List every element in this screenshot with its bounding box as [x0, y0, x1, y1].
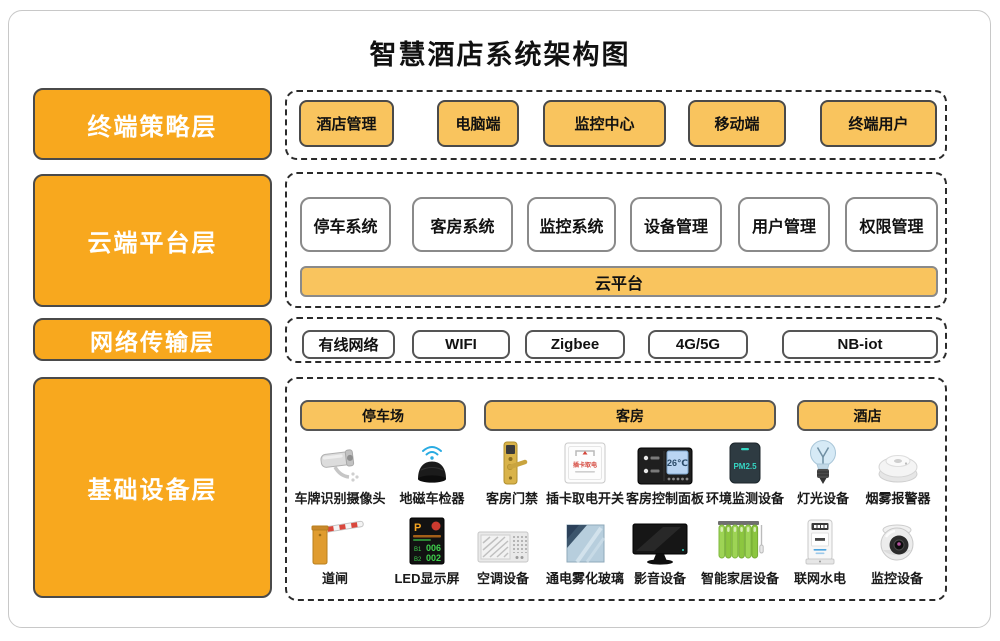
node-mobile-client: 移动端 [688, 100, 786, 147]
node-user-management: 用户管理 [738, 197, 830, 252]
layer-base-devices: 基础设备层 [33, 377, 272, 598]
led-display-icon: P B1 006 B2 002 [381, 510, 473, 566]
device-label: 影音设备 [633, 571, 686, 586]
svg-text:B2: B2 [414, 557, 422, 563]
device-utility-meter: 联网水电 [774, 510, 866, 587]
device-smart-home: 智能家居设备 [694, 510, 786, 587]
zone-parking-lot: 停车场 [300, 400, 466, 431]
node-room-system: 客房系统 [412, 197, 513, 252]
device-fog-glass: 通电雾化玻璃 [539, 510, 631, 587]
svg-text:B1: B1 [414, 547, 422, 553]
layer-terminal-strategy: 终端策略层 [33, 88, 272, 160]
air-conditioner-icon [457, 510, 549, 566]
smoke-alarm-icon [852, 438, 944, 486]
device-air-conditioner: 空调设备 [457, 510, 549, 587]
light-bulb-icon [777, 438, 869, 486]
utility-meter-icon [774, 510, 866, 566]
device-label: 环境监测设备 [705, 491, 784, 506]
device-surveillance-camera: 监控设备 [851, 510, 943, 587]
door-lock-icon [466, 438, 558, 486]
bullet-camera-icon [294, 438, 386, 486]
device-light: 灯光设备 [777, 438, 869, 507]
node-4g5g: 4G/5G [648, 330, 748, 359]
device-label: 车牌识别摄像头 [294, 491, 386, 506]
device-door-lock: 客房门禁 [466, 438, 558, 507]
pm25-monitor-icon: PM2.5 [699, 438, 791, 486]
network-group-box [285, 317, 947, 363]
smart-blinds-icon [694, 510, 786, 566]
device-led-display: P B1 006 B2 002 LED显示屏 [381, 510, 473, 587]
layer-network-transport: 网络传输层 [33, 318, 272, 361]
terminal-group-box [285, 90, 947, 160]
node-hotel-management: 酒店管理 [299, 100, 394, 147]
node-permission-management: 权限管理 [845, 197, 938, 252]
device-room-control-panel: 26℃ 客房控制面板 [619, 438, 711, 507]
device-label: 烟雾报警器 [865, 491, 931, 506]
svg-text:PM2.5: PM2.5 [733, 462, 757, 471]
room-control-panel-icon: 26℃ [619, 438, 711, 486]
device-label: 空调设备 [476, 571, 529, 586]
svg-text:26℃: 26℃ [667, 458, 688, 468]
dome-camera-icon [851, 510, 943, 566]
node-parking-system: 停车系统 [300, 197, 391, 252]
device-label: 通电雾化玻璃 [545, 571, 624, 586]
device-label: 灯光设备 [796, 491, 849, 506]
device-label: 道闸 [321, 571, 348, 586]
outer-frame [8, 10, 991, 628]
node-end-user: 终端用户 [820, 100, 937, 147]
device-av-equipment: 影音设备 [614, 510, 706, 587]
svg-text:P: P [414, 522, 421, 534]
device-label: 智能家居设备 [700, 571, 779, 586]
device-geomagnetic-detector: 地磁车检器 [386, 438, 478, 507]
node-device-management: 设备管理 [630, 197, 722, 252]
geomagnetic-detector-icon [386, 438, 478, 486]
node-pc-client: 电脑端 [437, 100, 519, 147]
zone-guest-room: 客房 [484, 400, 776, 431]
node-monitor-center: 监控中心 [543, 100, 666, 147]
device-card-power-switch: 插卡取电 插卡取电开关 [539, 438, 631, 507]
device-barrier-gate: 道闸 [289, 510, 381, 587]
page-title: 智慧酒店系统架构图 [369, 40, 631, 70]
device-label: 客房控制面板 [625, 491, 704, 506]
tv-icon [614, 510, 706, 566]
layer-cloud-platform: 云端平台层 [33, 174, 272, 307]
node-wired-network: 有线网络 [302, 330, 395, 359]
svg-text:006: 006 [426, 543, 441, 553]
devices-group-box [285, 377, 947, 601]
node-nbiot: NB-iot [782, 330, 938, 359]
node-zigbee: Zigbee [525, 330, 625, 359]
svg-text:插卡取电: 插卡取电 [573, 461, 597, 469]
device-label: 客房门禁 [485, 491, 538, 506]
device-plate-camera: 车牌识别摄像头 [294, 438, 386, 507]
cloud-platform-bar: 云平台 [300, 266, 938, 297]
device-label: LED显示屏 [394, 571, 460, 586]
device-label: 监控设备 [870, 571, 923, 586]
device-smoke-alarm: 烟雾报警器 [852, 438, 944, 507]
device-pm25-monitor: PM2.5 环境监测设备 [699, 438, 791, 507]
barrier-gate-icon [289, 510, 381, 566]
device-label: 联网水电 [793, 571, 846, 586]
card-power-switch-icon: 插卡取电 [539, 438, 631, 486]
device-label: 插卡取电开关 [545, 491, 624, 506]
cloud-group-box [285, 172, 947, 308]
zone-hotel: 酒店 [797, 400, 938, 431]
device-label: 地磁车检器 [399, 491, 465, 506]
node-monitor-system: 监控系统 [527, 197, 616, 252]
node-wifi: WIFI [412, 330, 510, 359]
fog-glass-icon [539, 510, 631, 566]
svg-text:002: 002 [426, 553, 441, 563]
